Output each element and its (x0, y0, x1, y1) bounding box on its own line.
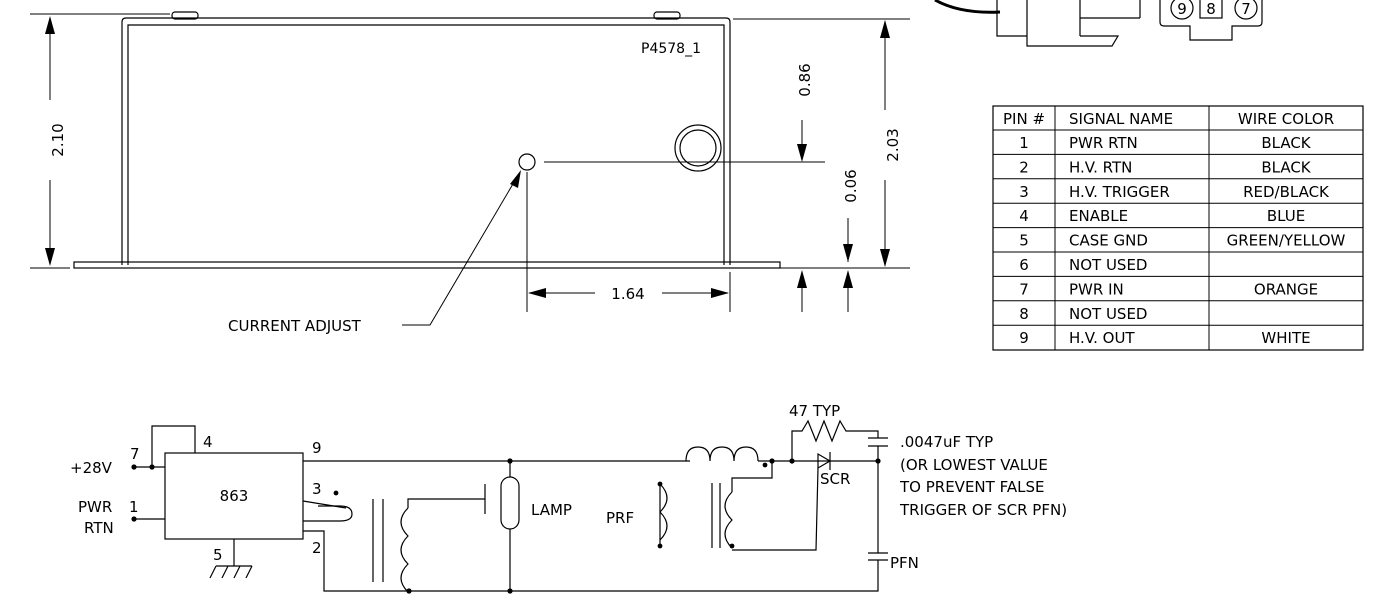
signal-cell: H.V. OUT (1069, 329, 1135, 347)
rtn-label: RTN (84, 519, 114, 537)
table-header-signal: SIGNAL NAME (1069, 110, 1173, 128)
schematic: 863 4 +28V 7 PWR 1 RTN 5 9 2 3 (70, 402, 1067, 594)
signal-cell: NOT USED (1069, 256, 1148, 274)
dimension-0-86: 0.86 (796, 63, 814, 162)
pin-cell: 3 (1019, 183, 1029, 201)
resistor-label: 47 TYP (789, 402, 840, 420)
dim-1-64-text: 1.64 (611, 285, 644, 303)
table-rows: 1 PWR RTN BLACK 2 H.V. RTN BLACK 3 H.V. TRIGGER… (1019, 134, 1345, 347)
dim-2-03-text: 2.03 (884, 128, 902, 161)
note-line-2: TO PREVENT FALSE (899, 478, 1044, 496)
current-adjust-callout: CURRENT ADJUST (228, 170, 521, 335)
pin-cell: 4 (1019, 207, 1029, 225)
table-row: 9 H.V. OUT WHITE (1019, 329, 1310, 347)
pin-table: PIN # SIGNAL NAME WIRE COLOR 1 PWR RTN BLA… (992, 105, 1364, 351)
color-cell: ORANGE (1254, 280, 1318, 298)
color-cell: BLACK (1261, 158, 1311, 176)
signal-cell: H.V. TRIGGER (1069, 183, 1170, 201)
signal-cell: PWR IN (1069, 280, 1124, 298)
dim-0-06-text: 0.06 (842, 169, 860, 202)
color-cell: GREEN/YELLOW (1227, 232, 1346, 250)
dim-2-10-text: 2.10 (49, 123, 67, 156)
pin-3-label: 3 (312, 480, 322, 498)
prf-label: PRF (606, 509, 634, 527)
table-row: 6 NOT USED (1019, 256, 1147, 274)
pin-7-label: 7 (130, 445, 140, 463)
table-row: 8 NOT USED (1019, 305, 1147, 323)
table-row: 2 H.V. RTN BLACK (1019, 158, 1312, 176)
supply-label: +28V (70, 459, 113, 477)
pin-cell: 8 (1019, 305, 1029, 323)
part-number: P4578_1 (641, 41, 701, 57)
connector-pin-7: 7 (1241, 0, 1251, 18)
pin-cell: 6 (1019, 256, 1029, 274)
note-line-1: (OR LOWEST VALUE (900, 456, 1048, 474)
module-label: 863 (220, 487, 249, 505)
table-row: 4 ENABLE BLUE (1019, 207, 1305, 225)
table-row: 5 CASE GND GREEN/YELLOW (1019, 232, 1345, 250)
color-cell: BLACK (1261, 134, 1311, 152)
signal-cell: ENABLE (1069, 207, 1128, 225)
note-line-3: TRIGGER OF SCR PFN) (899, 501, 1067, 519)
scr-label: SCR (820, 470, 850, 488)
color-cell: WHITE (1261, 329, 1310, 347)
pwr-label: PWR (78, 498, 112, 516)
signal-cell: H.V. RTN (1069, 158, 1132, 176)
pin-5-label: 5 (213, 546, 223, 564)
pin-4-label: 4 (203, 433, 213, 451)
mechanical-outline (30, 11, 910, 269)
capacitor-label: .0047uF TYP (900, 433, 993, 451)
pin-cell: 2 (1019, 158, 1029, 176)
dim-0-86-text: 0.86 (796, 63, 814, 96)
dimension-2-10: 2.10 (45, 16, 67, 266)
pin-cell: 7 (1019, 280, 1029, 298)
signal-cell: CASE GND (1069, 232, 1148, 250)
current-adjust-label: CURRENT ADJUST (228, 317, 362, 335)
signal-cell: PWR RTN (1069, 134, 1138, 152)
pin-cell: 1 (1019, 134, 1029, 152)
color-cell: BLUE (1267, 207, 1305, 225)
table-row: 1 PWR RTN BLACK (1019, 134, 1312, 152)
table-header-color: WIRE COLOR (1238, 110, 1334, 128)
pin-2-label: 2 (312, 539, 322, 557)
dimension-2-03: 2.03 (880, 20, 902, 267)
table-row: 7 PWR IN ORANGE (1019, 280, 1318, 298)
pin-1-label: 1 (129, 498, 139, 516)
lamp-label: LAMP (531, 501, 572, 519)
connector-pin-9: 9 (1177, 0, 1187, 18)
pin-cell: 9 (1019, 329, 1029, 347)
dimension-1-64: 1.64 (526, 172, 731, 312)
connector-drawing: 9 8 7 (934, 0, 1263, 47)
signal-cell: NOT USED (1069, 305, 1148, 323)
table-header-pin: PIN # (1003, 110, 1045, 128)
table-row: 3 H.V. TRIGGER RED/BLACK (1019, 183, 1330, 201)
connector-pin-8: 8 (1206, 0, 1216, 18)
dimension-0-06: 0.06 (797, 169, 860, 312)
color-cell: RED/BLACK (1243, 183, 1330, 201)
pfn-label: PFN (890, 554, 919, 572)
pin-9-label: 9 (312, 439, 322, 457)
pin-cell: 5 (1019, 232, 1029, 250)
